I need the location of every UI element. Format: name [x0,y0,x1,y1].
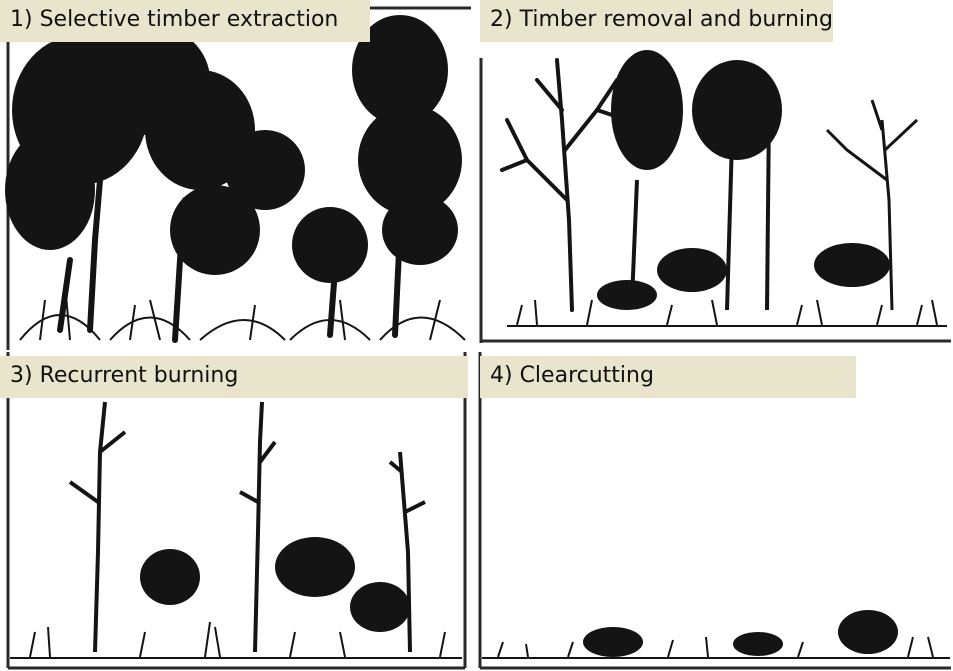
panel-label-4: 4) Clearcutting [480,356,856,398]
panel-removal-burning: 2) Timber removal and burning [477,0,953,346]
forest-illustration-dense [0,0,477,352]
canopy [5,15,462,283]
forest-illustration-partial [477,0,953,346]
dead-tree [502,60,627,310]
low-shrubs [583,610,898,657]
forest-illustration-sparse [0,352,468,671]
panel-recurrent-burning: 3) Recurrent burning [0,352,468,671]
canopy [611,50,782,170]
panel-label-1: 1) Selective timber extraction [0,0,370,42]
panel-label-3: 3) Recurrent burning [0,356,468,398]
panel-label-2: 2) Timber removal and burning [480,0,833,42]
small-trees [140,537,410,632]
panel-clearcutting: 4) Clearcutting [468,352,953,671]
shrubs [597,243,890,310]
forest-illustration-cleared [468,352,953,671]
panel-selective-extraction: 1) Selective timber extraction [0,0,477,352]
